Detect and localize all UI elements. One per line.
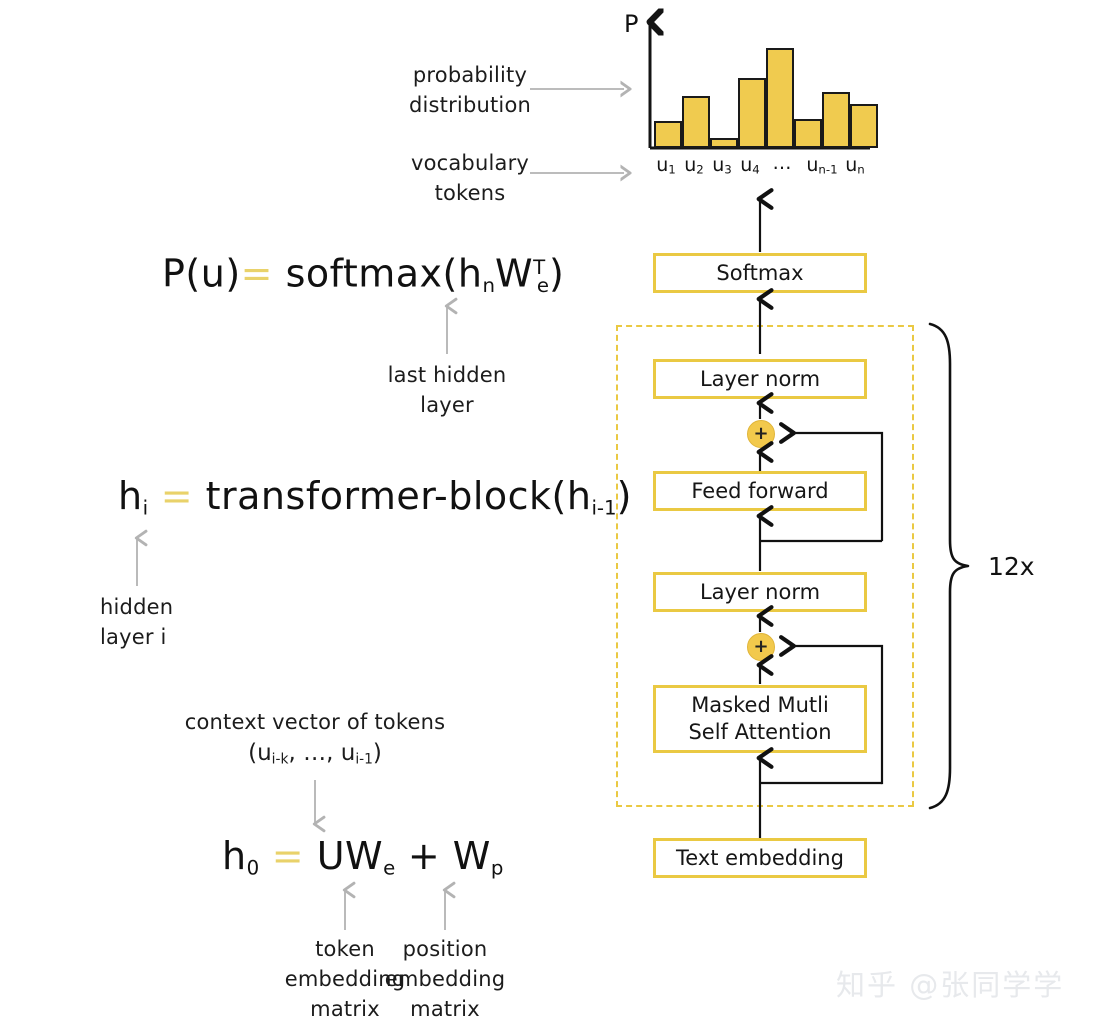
residual-add-node-bottom-label: + <box>753 636 769 657</box>
residual-branch-attention <box>760 781 882 785</box>
block-masked-multi-self-attention-label: Masked Mutli Self Attention <box>688 693 832 744</box>
arrow-plus-top-to-layernorm <box>756 392 774 419</box>
arrow-softmax-to-chart <box>756 188 774 252</box>
formula-hidden-rhs-sub: i-1 <box>591 496 617 520</box>
residual-add-node-top-label: + <box>753 423 769 444</box>
formula-output-suffix: ) <box>549 251 565 296</box>
chart-axes <box>620 8 870 150</box>
arrow-attention-to-plus-bottom <box>756 654 774 684</box>
ctx-close: ) <box>372 740 382 766</box>
arrow-context-to-input-embedding <box>312 780 326 833</box>
formula-input-lhs-sub: 0 <box>246 856 260 880</box>
formula-input-embedding: h0 = UWe + Wp <box>222 833 503 892</box>
formula-output-w: W <box>494 251 534 296</box>
arrow-vocabulary-tokens <box>530 162 638 184</box>
annotation-hidden-layer-i: hidden layer i <box>100 595 174 649</box>
annotation-probability-distribution: probability distribution <box>408 63 532 117</box>
block-softmax-label: Softmax <box>716 260 804 285</box>
arrow-probability-distribution <box>530 78 638 100</box>
block-softmax[interactable]: Softmax <box>653 253 867 293</box>
formula-hidden-rhs-suffix: ) <box>616 474 632 518</box>
bar-u1 <box>654 121 682 148</box>
formula-input-equals: = <box>271 834 305 878</box>
arrow-layernorm-bottom-to-feedforward <box>756 505 774 571</box>
formula-hidden-equals: = <box>160 474 194 518</box>
chart-tick-u3: u3 <box>712 154 732 177</box>
chart-tick-ellipsis: … <box>772 152 792 174</box>
formula-input-u: U <box>316 834 346 878</box>
formula-output-lhs: P(u) <box>162 251 241 296</box>
arrow-layernorm-top-to-softmax <box>756 288 774 354</box>
block-text-embedding-label: Text embedding <box>676 845 844 870</box>
bar-u2 <box>682 96 710 148</box>
formula-output-probability: P(u)= softmax(hnWTe) <box>162 245 564 309</box>
chart-y-axis-label: P <box>624 10 639 38</box>
residual-connection-attention <box>779 635 884 785</box>
bar-u4 <box>738 78 766 148</box>
formula-output-sup-t: T <box>533 256 546 279</box>
residual-connection-feedforward <box>779 422 884 542</box>
block-feed-forward[interactable]: Feed forward <box>653 471 867 511</box>
chart-tick-u2: u2 <box>684 154 704 177</box>
annotation-context-vector-math: (ui-k, …, ui-1) <box>180 740 450 767</box>
formula-input-plus: + <box>407 834 441 878</box>
chart-plot-area <box>650 48 878 148</box>
formula-output-sub-n: n <box>482 273 495 297</box>
annotation-token-embedding-matrix: token embedding matrix <box>284 937 406 1021</box>
formula-hidden-layer: hi = transformer-block(hi-1) <box>118 473 632 532</box>
formula-output-sub-e: e <box>536 273 549 297</box>
formula-input-lhs: h <box>222 834 247 878</box>
formula-hidden-lhs: h <box>118 474 143 518</box>
formula-output-rhs-prefix: softmax(h <box>285 251 483 296</box>
formula-input-w2-sub: p <box>490 856 504 880</box>
block-feed-forward-label: Feed forward <box>691 478 829 503</box>
block-masked-multi-self-attention[interactable]: Masked Mutli Self Attention <box>653 685 867 753</box>
annotation-vocabulary-tokens: vocabulary tokens <box>410 151 530 205</box>
bar-un <box>850 104 878 148</box>
repeat-count-label: 12x <box>988 552 1035 581</box>
residual-branch-feedforward <box>760 539 882 543</box>
annotation-last-hidden-layer: last hidden layer <box>387 363 507 417</box>
ctx-sub2: i-1 <box>355 751 373 768</box>
chart-tick-un-1: un-1 <box>806 154 838 177</box>
annotation-position-embedding-matrix: position embedding matrix <box>384 937 506 1021</box>
ctx-open: (u <box>248 740 272 766</box>
block-layer-norm-bottom-label: Layer norm <box>699 579 821 604</box>
ctx-middle: , …, u <box>288 740 356 766</box>
arrow-position-embedding-matrix <box>442 881 456 930</box>
arrow-token-embedding-matrix <box>342 881 356 930</box>
block-layer-norm-top[interactable]: Layer norm <box>653 359 867 399</box>
watermark: 知乎 @张同学学 <box>836 968 1065 1002</box>
block-layer-norm-bottom[interactable]: Layer norm <box>653 572 867 612</box>
bar-un-1 <box>822 92 850 148</box>
repeated-transformer-block-region <box>616 325 914 807</box>
formula-input-w1-sub: e <box>383 856 396 880</box>
block-layer-norm-top-label: Layer norm <box>699 366 821 391</box>
formula-input-w1: W <box>345 834 384 878</box>
annotation-context-vector: context vector of tokens <box>184 710 446 734</box>
arrow-plus-bottom-to-layernorm <box>756 605 774 632</box>
arrow-feedforward-to-plus-top <box>756 441 774 471</box>
block-text-embedding[interactable]: Text embedding <box>653 838 867 878</box>
chart-tick-u1: u1 <box>656 154 676 177</box>
probability-distribution-chart: P u1 u2 u3 u4 … un-1 un <box>620 8 880 188</box>
bar-mid <box>794 119 822 148</box>
bar-u3 <box>710 138 738 148</box>
formula-output-equals: = <box>240 251 273 296</box>
arrow-hidden-layer-i <box>134 529 148 586</box>
formula-hidden-lhs-sub: i <box>142 496 149 520</box>
arrow-text-embedding-to-attention <box>756 747 774 839</box>
arrow-last-hidden-layer <box>444 297 458 354</box>
formula-input-w2: W <box>452 834 491 878</box>
chart-tick-u4: u4 <box>740 154 760 177</box>
chart-tick-un: un <box>845 154 865 177</box>
repeat-brace <box>928 322 970 810</box>
formula-hidden-rhs-prefix: transformer-block(h <box>205 474 592 518</box>
bar-peak <box>766 48 794 148</box>
ctx-sub1: i-k <box>271 751 289 768</box>
